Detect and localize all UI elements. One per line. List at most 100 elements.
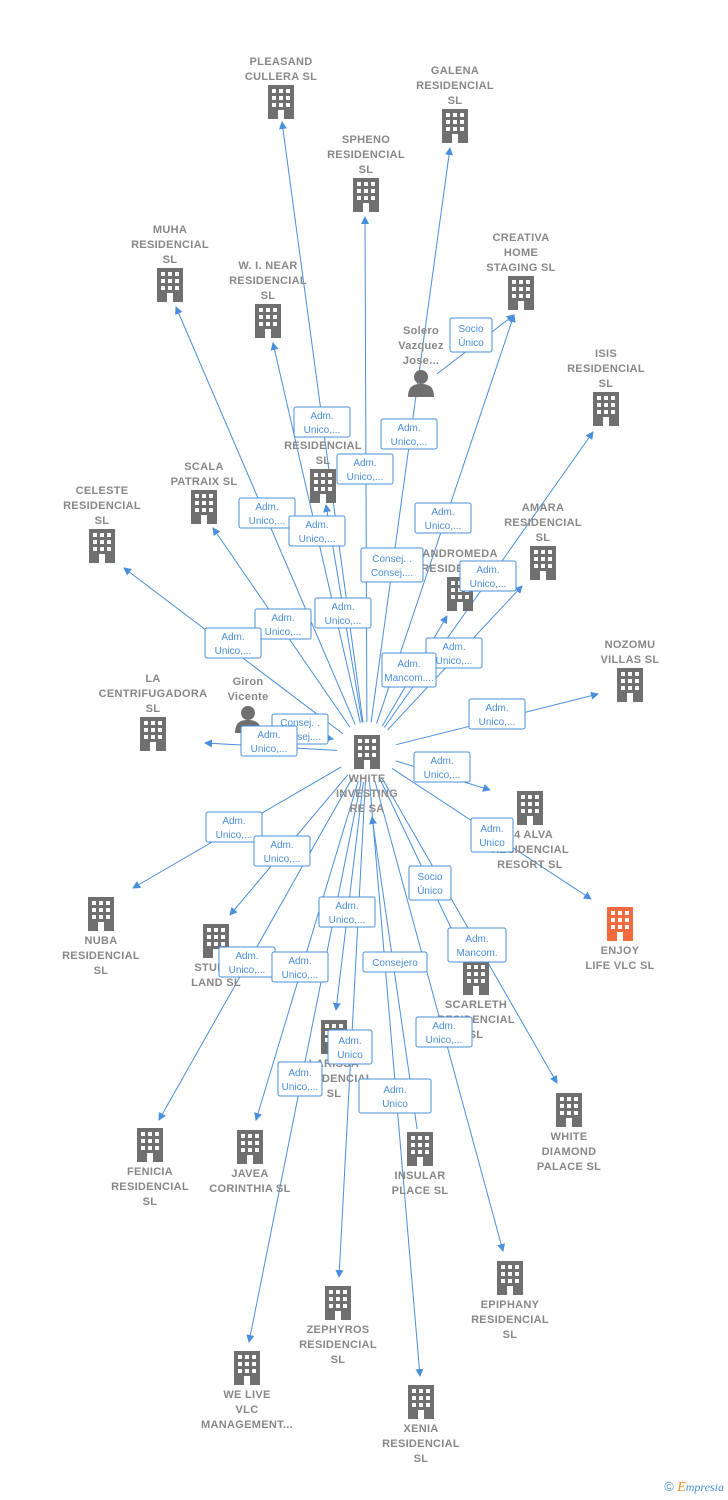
node-label-line: SPHENO <box>342 134 390 146</box>
node-solero[interactable]: SoleroVazquezJose... <box>398 325 444 397</box>
edge-label[interactable]: Adm.Unico,... <box>380 418 438 450</box>
node-label-line: LA <box>145 673 160 685</box>
node-label-line: SL <box>331 1354 346 1366</box>
edge-label[interactable]: Adm.Unico,... <box>240 725 298 757</box>
edge-label[interactable]: Consejero <box>362 951 428 973</box>
edge-labels-layer: Adm. Unico,... Adm. Unico,... Adm. Unico,... S… <box>204 317 526 1114</box>
node-label-line: VILLAS SL <box>601 654 660 666</box>
edge-label-text: Adm. <box>222 816 245 827</box>
edge-label[interactable]: Adm.Unico <box>358 1078 432 1114</box>
edge-label-text: Adm. <box>397 423 420 434</box>
edge-label[interactable]: Adm.Unico,... <box>415 1016 473 1048</box>
node-label-line: PLACE SL <box>392 1185 449 1197</box>
edge-label[interactable]: Adm.Unico,... <box>468 698 526 730</box>
edge-label[interactable]: Adm.Unico,... <box>413 751 471 783</box>
edge-label[interactable]: Adm.Unico,... <box>293 406 351 438</box>
edge-label[interactable]: Adm.Unico,... <box>314 597 372 629</box>
edge-label-text: Adm. <box>442 642 465 653</box>
edge-label-text: Adm. <box>476 565 499 576</box>
building-icon <box>310 469 336 503</box>
edge-label[interactable]: Adm.Unico,... <box>318 896 376 928</box>
edge-label-text: Unico,... <box>265 627 302 638</box>
node-label-line: SL <box>94 965 109 977</box>
node-label-line: MUHA <box>153 224 187 236</box>
node-label-line: SL <box>599 378 614 390</box>
edge-label[interactable]: Adm.Unico,... <box>271 951 329 983</box>
edge-label-text: Adm. <box>485 703 508 714</box>
edge-label[interactable]: Adm.Unico,... <box>204 627 262 659</box>
edge-label-text: Adm. <box>432 1021 455 1032</box>
edge-label[interactable]: Adm.Mancom.... <box>381 652 437 688</box>
edge-label[interactable]: Adm.Unico,... <box>288 515 346 547</box>
edge-label[interactable]: Adm.Unico <box>327 1029 373 1065</box>
edge-label[interactable]: Adm.Unico,... <box>459 560 517 592</box>
node-label-line: Solero <box>403 325 439 337</box>
edge-label-text: Adm. <box>397 659 420 670</box>
edge-label[interactable]: Adm.Unico,... <box>277 1061 323 1097</box>
node-label-line: W. I. NEAR <box>238 260 297 272</box>
building-icon <box>325 1286 351 1320</box>
node-label-line: CORINTHIA SL <box>209 1183 290 1195</box>
node-label-line: LIFE VLC SL <box>585 960 654 972</box>
node-label-line: SL <box>143 1196 158 1208</box>
edge-label[interactable]: Adm.Unico,... <box>414 502 472 534</box>
edge-label[interactable]: Adm.Unico,... <box>253 835 311 867</box>
edge-label-text: Unico,... <box>329 915 366 926</box>
node-enjoy[interactable]: ENJOY LIFE VLC SL <box>585 907 654 972</box>
edge-white-larissa <box>332 781 364 1011</box>
edge-label[interactable]: Adm.Unico <box>470 817 514 853</box>
node-label-line: Vazquez <box>398 340 444 352</box>
edge-label-text: Consej.... <box>371 568 413 579</box>
edge-label[interactable]: Adm.Unico,... <box>254 608 312 640</box>
node-label-line: ANDROMEDA <box>422 548 497 560</box>
building-icon <box>268 85 294 119</box>
edge-label[interactable]: Adm.Unico,... <box>336 453 394 485</box>
edge-label-text: Único <box>458 336 484 349</box>
building-icon <box>607 907 633 941</box>
node-welive[interactable]: WE LIVEVLCMANAGEMENT... <box>201 1351 293 1431</box>
edge-label[interactable]: Consej. .Consej.... <box>360 547 424 583</box>
node-label-line: RESIDENCIAL <box>471 1314 549 1326</box>
edge-label[interactable]: Adm.Mancom. <box>447 927 507 963</box>
brand-watermark[interactable]: © Empresia <box>664 1479 724 1496</box>
node-label-line: SCARLETH <box>445 999 507 1011</box>
edge-label-text: Unico,... <box>425 521 462 532</box>
edge-label[interactable]: Adm. Unico,... <box>205 811 263 843</box>
edge-label-text: Unico,... <box>216 830 253 841</box>
node-label-line: ENJOY <box>601 945 640 957</box>
edge-label-text: Adm. <box>338 1036 361 1047</box>
edge-label[interactable]: Adm.Unico,... <box>218 946 276 978</box>
edge-insular-white <box>369 816 418 1130</box>
edge-label[interactable]: Adm.Unico,... <box>238 497 296 529</box>
edge-label-text: Unico,... <box>304 425 341 436</box>
node-label-line: CULLERA SL <box>245 71 317 83</box>
edge-label-text: Unico,... <box>436 656 473 667</box>
edge-label-text: Adm. <box>305 520 328 531</box>
node-label-line: AMARA <box>522 502 564 514</box>
